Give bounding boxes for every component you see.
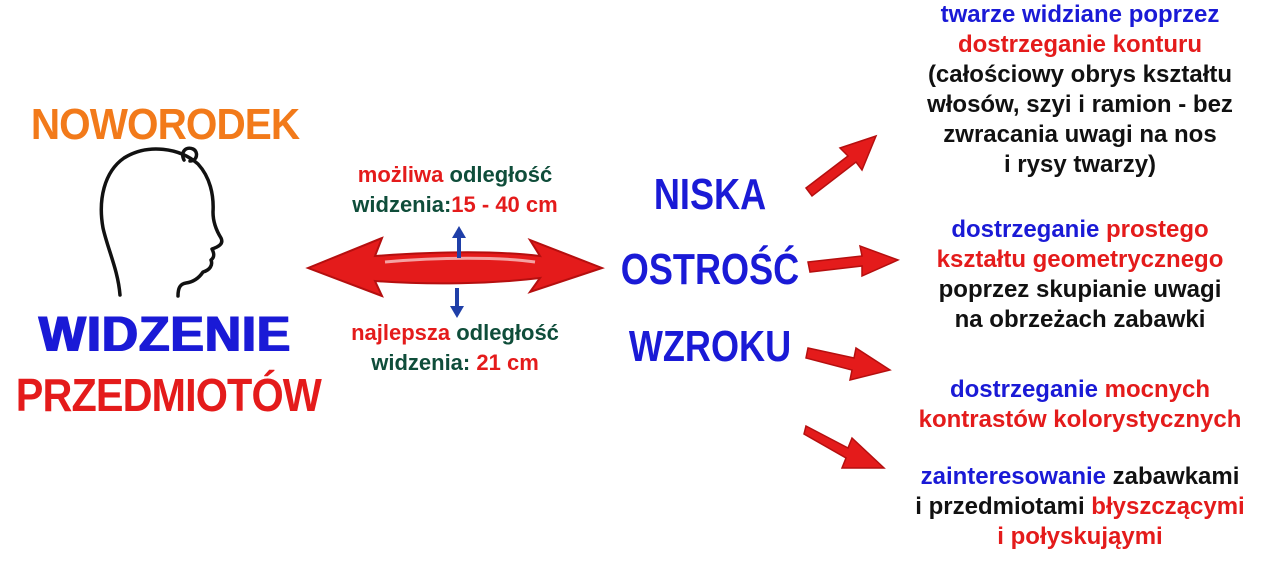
- blue-up-down-arrow-icon: [450, 226, 466, 318]
- possible-word: możliwa: [357, 162, 444, 187]
- fact-line: włosów, szyi i ramion - bez: [927, 91, 1233, 118]
- fact-line: dostrzeganie mocnych: [880, 375, 1280, 405]
- possible-distance-value: 15 - 40 cm: [451, 192, 558, 217]
- center-niska: NISKA: [653, 170, 767, 219]
- fact-word: i przedmiotami: [915, 493, 1085, 520]
- fact-line: poprzez skupianie uwagi: [938, 276, 1222, 303]
- fact-word: dostrzeganie: [951, 216, 1100, 243]
- center-wzroku: WZROKU: [628, 322, 792, 371]
- best-distance-label: najlepsza odległość widzenia: 21 cm: [310, 318, 600, 378]
- red-arrow-icon: [804, 134, 878, 198]
- fact-word: mocnych: [1104, 376, 1211, 403]
- best-word: najlepsza: [351, 320, 451, 345]
- fact-line: dostrzeganie prostego: [880, 215, 1280, 245]
- title-noworodek: NOWORODEK: [30, 100, 300, 149]
- red-arrow-icon: [805, 346, 892, 382]
- fact-word: dostrzeganie: [949, 376, 1098, 403]
- fact-geometric-shape: dostrzeganie prostego kształtu geometryc…: [880, 215, 1280, 335]
- title-widzenie: WIDZENIE: [38, 306, 292, 362]
- fact-line: i przedmiotami błyszczącymi: [880, 492, 1280, 522]
- fact-color-contrast: dostrzeganie mocnych kontrastów koloryst…: [880, 375, 1280, 435]
- fact-line: zainteresowanie zabawkami: [880, 462, 1280, 492]
- red-arrow-icon: [807, 244, 900, 278]
- vision-word: widzenia:: [352, 192, 452, 217]
- fact-word: błyszczącymi: [1091, 493, 1245, 520]
- fact-line: i połyskująymi: [997, 523, 1163, 550]
- fact-shiny-objects: zainteresowanie zabawkami i przedmiotami…: [880, 462, 1280, 552]
- red-arrow-icon: [803, 424, 886, 469]
- best-distance-value: 21 cm: [476, 350, 539, 375]
- distance-word: odległość: [456, 320, 559, 345]
- vision-word: widzenia:: [371, 350, 471, 375]
- distance-word: odległość: [449, 162, 553, 187]
- fact-word: prostego: [1106, 216, 1209, 243]
- fact-faces-contour: twarze widziane poprzez dostrzeganie kon…: [880, 0, 1280, 180]
- fact-line: twarze widziane poprzez: [940, 1, 1220, 28]
- fact-line: kształtu geometrycznego: [936, 246, 1224, 273]
- fact-word: zainteresowanie: [920, 463, 1106, 490]
- fact-line: zwracania uwagi na nos: [943, 121, 1217, 148]
- title-przedmiotow: PRZEDMIOTÓW: [15, 369, 322, 421]
- baby-head-profile-icon: [99, 146, 224, 298]
- possible-distance-label: możliwa odległość widzenia:15 - 40 cm: [310, 160, 600, 220]
- red-double-arrow-icon: [305, 236, 605, 298]
- fact-line: i rysy twarzy): [1003, 151, 1157, 178]
- fact-line: na obrzeżach zabawki: [954, 306, 1206, 333]
- fact-line: kontrastów kolorystycznych: [918, 406, 1242, 433]
- fact-line: (całościowy obrys kształtu: [927, 61, 1233, 88]
- center-ostrosc: OSTROŚĆ: [620, 245, 800, 294]
- fact-line: dostrzeganie konturu: [957, 31, 1203, 58]
- fact-word: zabawkami: [1112, 463, 1240, 490]
